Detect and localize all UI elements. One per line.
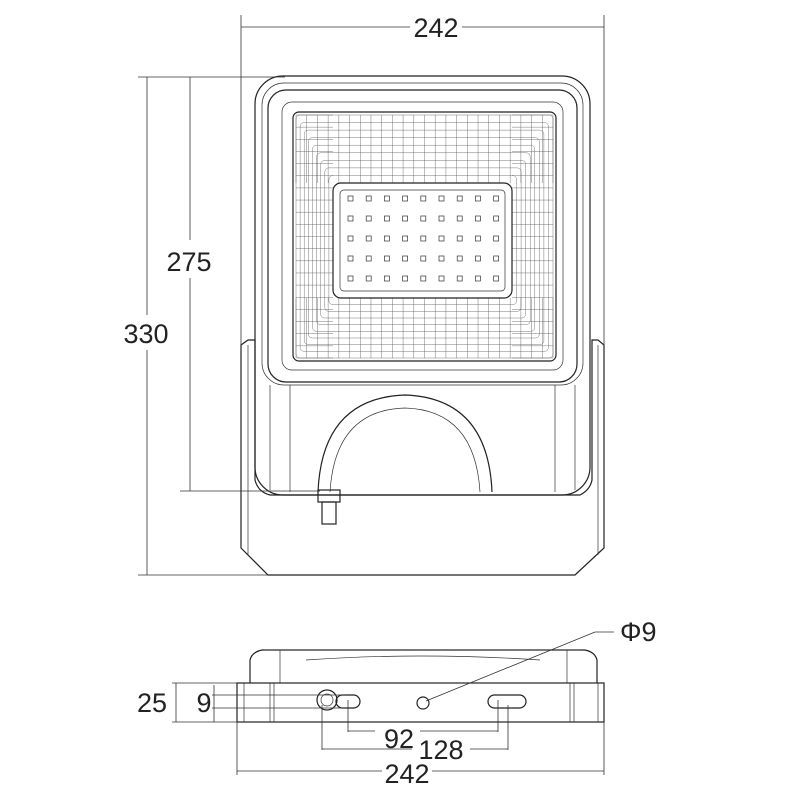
led-chip xyxy=(420,215,427,222)
led-chip xyxy=(475,275,481,282)
led-chip xyxy=(384,255,390,262)
led-chip xyxy=(384,275,390,282)
led-chip xyxy=(384,235,390,242)
reflector-ring xyxy=(308,137,540,339)
reflector-ring xyxy=(328,175,517,305)
led-chip xyxy=(365,255,372,262)
led-chip xyxy=(456,235,463,242)
led-chip xyxy=(493,255,499,262)
bottom-width-label: 242 xyxy=(384,759,429,789)
reflector xyxy=(292,111,557,362)
mounting-bracket xyxy=(240,339,605,576)
reflector-ring xyxy=(304,129,545,345)
inner-spacing-label: 92 xyxy=(384,724,414,754)
housing-outline xyxy=(254,75,591,496)
bracket-plate xyxy=(236,682,605,723)
led-chip xyxy=(402,215,408,222)
bottom-view xyxy=(236,649,605,723)
led-chip xyxy=(438,235,445,242)
led-chip xyxy=(456,275,463,282)
led-chip xyxy=(402,275,408,282)
led-chip xyxy=(347,255,354,262)
heat-sink-arch xyxy=(317,394,493,493)
led-chip xyxy=(365,275,372,282)
led-chip xyxy=(493,215,499,222)
housing-side xyxy=(249,649,598,683)
cable-entry xyxy=(316,689,338,711)
cable-gland xyxy=(317,489,341,503)
led-chip xyxy=(438,275,445,282)
led-chip xyxy=(347,275,354,282)
led-panel xyxy=(332,182,513,299)
reflector-ring xyxy=(320,160,526,319)
screw-hole xyxy=(416,696,430,710)
led-chip xyxy=(402,195,408,202)
led-chip xyxy=(438,215,445,222)
led-chip xyxy=(384,195,390,202)
slot-dimension-label: 9 xyxy=(196,688,211,718)
cable xyxy=(321,501,337,525)
led-array xyxy=(347,195,499,282)
led-chip xyxy=(456,215,463,222)
led-chip xyxy=(420,195,427,202)
reflector-ring xyxy=(312,145,535,332)
led-chip xyxy=(347,235,354,242)
led-chip xyxy=(365,195,372,202)
led-chip xyxy=(456,195,463,202)
mounting-slot-right xyxy=(487,694,527,709)
outer-spacing-label: 128 xyxy=(418,735,463,765)
lens-frame xyxy=(267,89,578,383)
led-chip xyxy=(456,255,463,262)
led-chip xyxy=(493,235,499,242)
led-chip xyxy=(493,195,499,202)
reflector-ring xyxy=(316,152,531,325)
led-chip xyxy=(402,235,408,242)
led-chip xyxy=(493,275,499,282)
led-chip xyxy=(402,255,408,262)
reflector-ring xyxy=(299,122,549,352)
front-view xyxy=(240,75,605,576)
led-chip xyxy=(384,215,390,222)
depth-dimension-label: 25 xyxy=(137,688,167,718)
led-chip xyxy=(420,255,427,262)
led-chip xyxy=(438,195,445,202)
led-chip xyxy=(420,235,427,242)
led-chip xyxy=(347,215,354,222)
led-chip xyxy=(475,235,481,242)
led-chip xyxy=(365,235,372,242)
led-chip xyxy=(347,195,354,202)
led-chip xyxy=(420,275,427,282)
reflector-ring xyxy=(324,167,522,312)
led-chip xyxy=(475,195,481,202)
bottom-dimensions: Φ9 25 9 92 128 242 xyxy=(137,617,657,789)
total-height-dimension-label: 330 xyxy=(123,319,168,349)
led-chip xyxy=(475,255,481,262)
led-chip xyxy=(438,255,445,262)
housing-height-dimension-label: 275 xyxy=(166,247,211,277)
led-chip xyxy=(365,215,372,222)
front-dimensions: 242 330 275 xyxy=(123,13,605,576)
reflector-grid xyxy=(295,114,554,359)
width-dimension-label: 242 xyxy=(413,13,458,43)
hole-diameter-label: Φ9 xyxy=(620,617,657,647)
led-chip xyxy=(475,215,481,222)
